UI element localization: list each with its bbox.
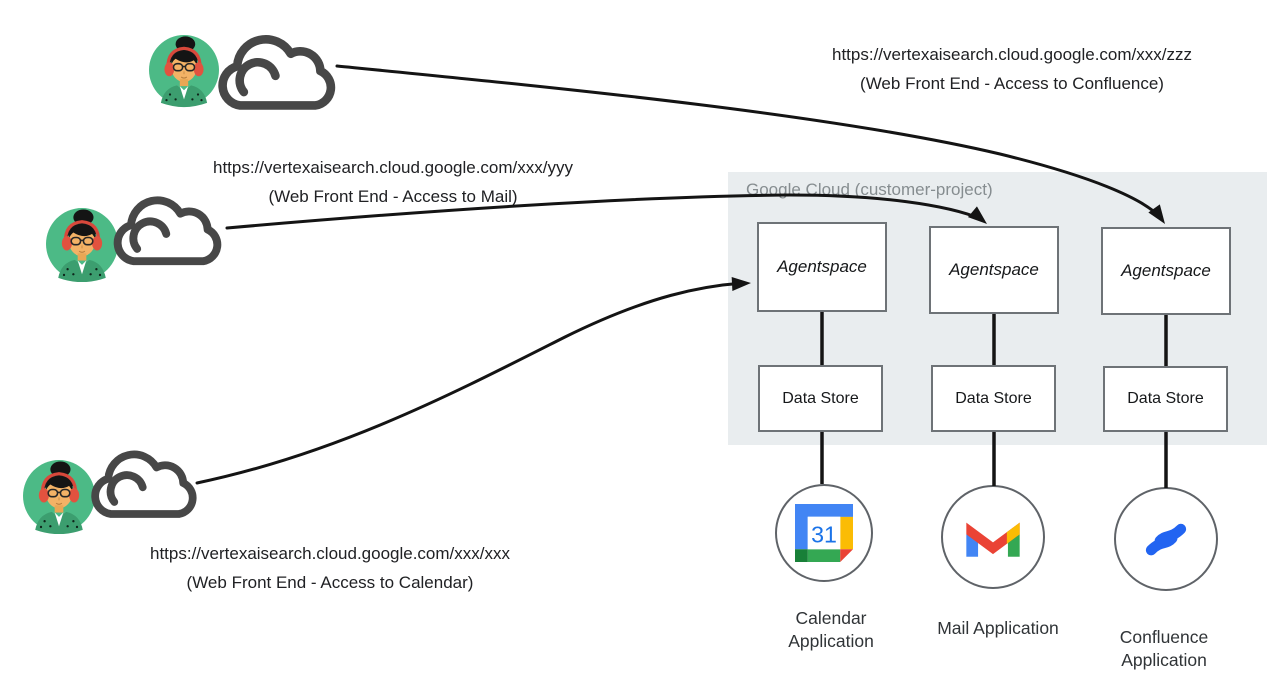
svg-text:31: 31	[811, 521, 837, 547]
user-3	[23, 441, 199, 534]
datastore-label: Data Store	[782, 389, 859, 407]
datastore-box-mail: Data Store	[931, 365, 1056, 432]
user-1	[149, 33, 340, 117]
datastore-label: Data Store	[1127, 390, 1204, 407]
agentspace-label: Agentspace	[1121, 261, 1211, 280]
google-calendar-icon: 31	[795, 504, 853, 562]
request-url: https://vertexaisearch.cloud.google.com/…	[150, 544, 510, 563]
woman-headset-avatar	[23, 458, 95, 534]
datastore-box-confluence: Data Store	[1103, 366, 1228, 432]
agentspace-box-calendar: Agentspace	[757, 222, 887, 312]
woman-headset-avatar	[46, 206, 118, 282]
cloud-icon	[118, 200, 218, 261]
request-caption: (Web Front End - Access to Calendar)	[186, 573, 474, 592]
confluence-app-circle	[1114, 487, 1218, 591]
cloud-icon	[223, 39, 331, 105]
request-url: https://vertexaisearch.cloud.google.com/…	[213, 158, 573, 177]
woman-headset-avatar	[149, 33, 219, 109]
request-url: https://vertexaisearch.cloud.google.com/…	[832, 45, 1192, 64]
confluence-icon	[1145, 523, 1187, 556]
datastore-box-calendar: Data Store	[758, 365, 883, 432]
agentspace-box-confluence: Agentspace	[1101, 227, 1231, 315]
mail-app-circle	[941, 485, 1045, 589]
panel-title: Google Cloud (customer-project)	[746, 180, 993, 199]
request-caption: (Web Front End - Access to Confluence)	[860, 74, 1164, 93]
gmail-icon	[966, 522, 1020, 557]
user-2	[46, 187, 230, 282]
arrow-to-calendar	[195, 281, 745, 485]
agentspace-box-mail: Agentspace	[929, 226, 1059, 314]
cloud-icon	[95, 454, 193, 514]
request-label-confluence: https://vertexaisearch.cloud.google.com/…	[752, 40, 1272, 98]
request-label-calendar: https://vertexaisearch.cloud.google.com/…	[70, 539, 590, 597]
agentspace-label: Agentspace	[949, 260, 1039, 279]
agentspace-label: Agentspace	[777, 257, 867, 276]
calendar-app-circle: 31	[775, 484, 873, 582]
datastore-label: Data Store	[955, 389, 1032, 407]
confluence-app-label: Confluence Application	[1119, 627, 1209, 670]
calendar-app-label: Calendar Application	[788, 608, 874, 651]
mail-app-label: Mail Application	[937, 618, 1059, 638]
